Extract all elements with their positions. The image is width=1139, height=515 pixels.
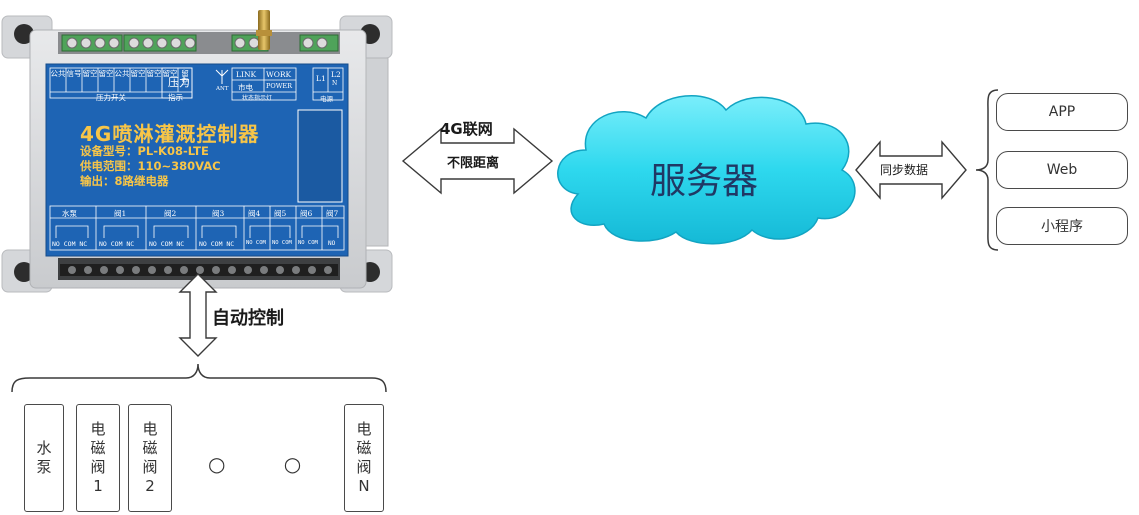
relay-group-valve2: 阀2 (164, 209, 177, 218)
auto-control-label: 自动控制 (212, 308, 284, 329)
status-mains: 市电 (238, 83, 253, 92)
status-work: WORK (266, 70, 292, 79)
controller-device (1, 10, 393, 293)
indicator-label: 压力 (168, 76, 190, 89)
distance-label: 不限距离 (447, 156, 500, 171)
device-brace (11, 363, 387, 393)
relay-contacts: NO COM NC (199, 240, 235, 248)
device-char: N (358, 477, 370, 495)
device-valve-1: 电 磁 阀 1 (76, 404, 120, 512)
device-char: 电 (142, 420, 158, 438)
input-label: 公共 (114, 69, 130, 78)
status-link: LINK (236, 70, 257, 79)
client-mini-program: 小程序 (996, 207, 1128, 245)
device-char: 电 (90, 420, 106, 438)
client-brace (975, 89, 999, 251)
relay-contacts: NO COM (246, 240, 266, 246)
auto-control-arrow (178, 273, 218, 357)
device-char: 2 (145, 477, 155, 495)
relay-contacts: NO (328, 240, 336, 247)
power-caption: 电源 (320, 95, 333, 103)
network-label: 4G联网 (440, 120, 493, 138)
sync-label: 同步数据 (880, 163, 929, 177)
input-label: 留空 (130, 69, 146, 78)
relay-group-valve6: 阀6 (300, 209, 313, 218)
relay-contacts: NO COM (298, 240, 318, 246)
input-label: 留空 (181, 69, 189, 86)
input-label: 留空 (162, 69, 178, 78)
relay-group-valve5: 阀5 (274, 209, 287, 218)
antenna-label: ANT (216, 86, 229, 92)
status-power: POWER (266, 82, 293, 90)
relay-group-valve1: 阀1 (114, 209, 127, 218)
relay-group-valve4: 阀4 (248, 209, 261, 218)
network-double-arrow (401, 127, 554, 195)
relay-group-pump: 水泵 (62, 209, 77, 218)
power-terminal-l1: L1 (316, 74, 326, 83)
device-char: 磁 (356, 439, 372, 457)
relay-contacts: NO COM (272, 240, 292, 246)
status-caption: 状态指示灯 (242, 95, 273, 102)
controller-power-range: 供电范围：110~380VAC (80, 159, 221, 173)
input-label: 留空 (98, 69, 114, 78)
controller-model: 设备型号：PL-K08-LTE (80, 144, 209, 158)
input-label: 公共 (50, 69, 66, 78)
client-app-label: APP (1048, 104, 1076, 120)
controller-output: 输出：8路继电器 (80, 174, 169, 188)
power-terminal-n: N (332, 80, 338, 87)
device-char: 磁 (142, 439, 158, 457)
device-char: 水 (36, 439, 52, 457)
server-cloud (557, 94, 856, 245)
client-web-label: Web (1046, 162, 1078, 178)
server-label: 服务器 (650, 161, 759, 202)
input-label: 留空 (146, 69, 162, 78)
input-label: 留空 (82, 69, 98, 78)
device-char: 1 (93, 477, 103, 495)
device-char: 泵 (36, 458, 52, 476)
sync-double-arrow (855, 140, 967, 200)
relay-group-valve3: 阀3 (212, 209, 225, 218)
relay-contacts: NO COM NC (99, 240, 135, 248)
device-char: 磁 (90, 439, 106, 457)
device-char: 阀 (356, 458, 372, 476)
device-valve-2: 电 磁 阀 2 (128, 404, 172, 512)
device-valve-n: 电 磁 阀 N (344, 404, 384, 512)
client-mini-program-label: 小程序 (1041, 219, 1083, 235)
relay-group-valve7: 阀7 (326, 209, 339, 218)
inputs-caption: 压力开关 (96, 93, 126, 102)
indicator-caption: 指示 (168, 93, 183, 102)
device-char: 电 (356, 420, 372, 438)
device-char: 阀 (142, 458, 158, 476)
device-pump: 水 泵 (24, 404, 64, 512)
relay-contacts: NO COM NC (149, 240, 185, 248)
client-web: Web (996, 151, 1128, 189)
controller-title: 4G喷淋灌溉控制器 (80, 122, 260, 146)
power-terminal-l2: L2 (331, 70, 341, 79)
device-char: 阀 (90, 458, 106, 476)
client-app: APP (996, 93, 1128, 131)
input-label: 信号 (66, 69, 82, 78)
relay-contacts: NO COM NC (52, 240, 88, 248)
